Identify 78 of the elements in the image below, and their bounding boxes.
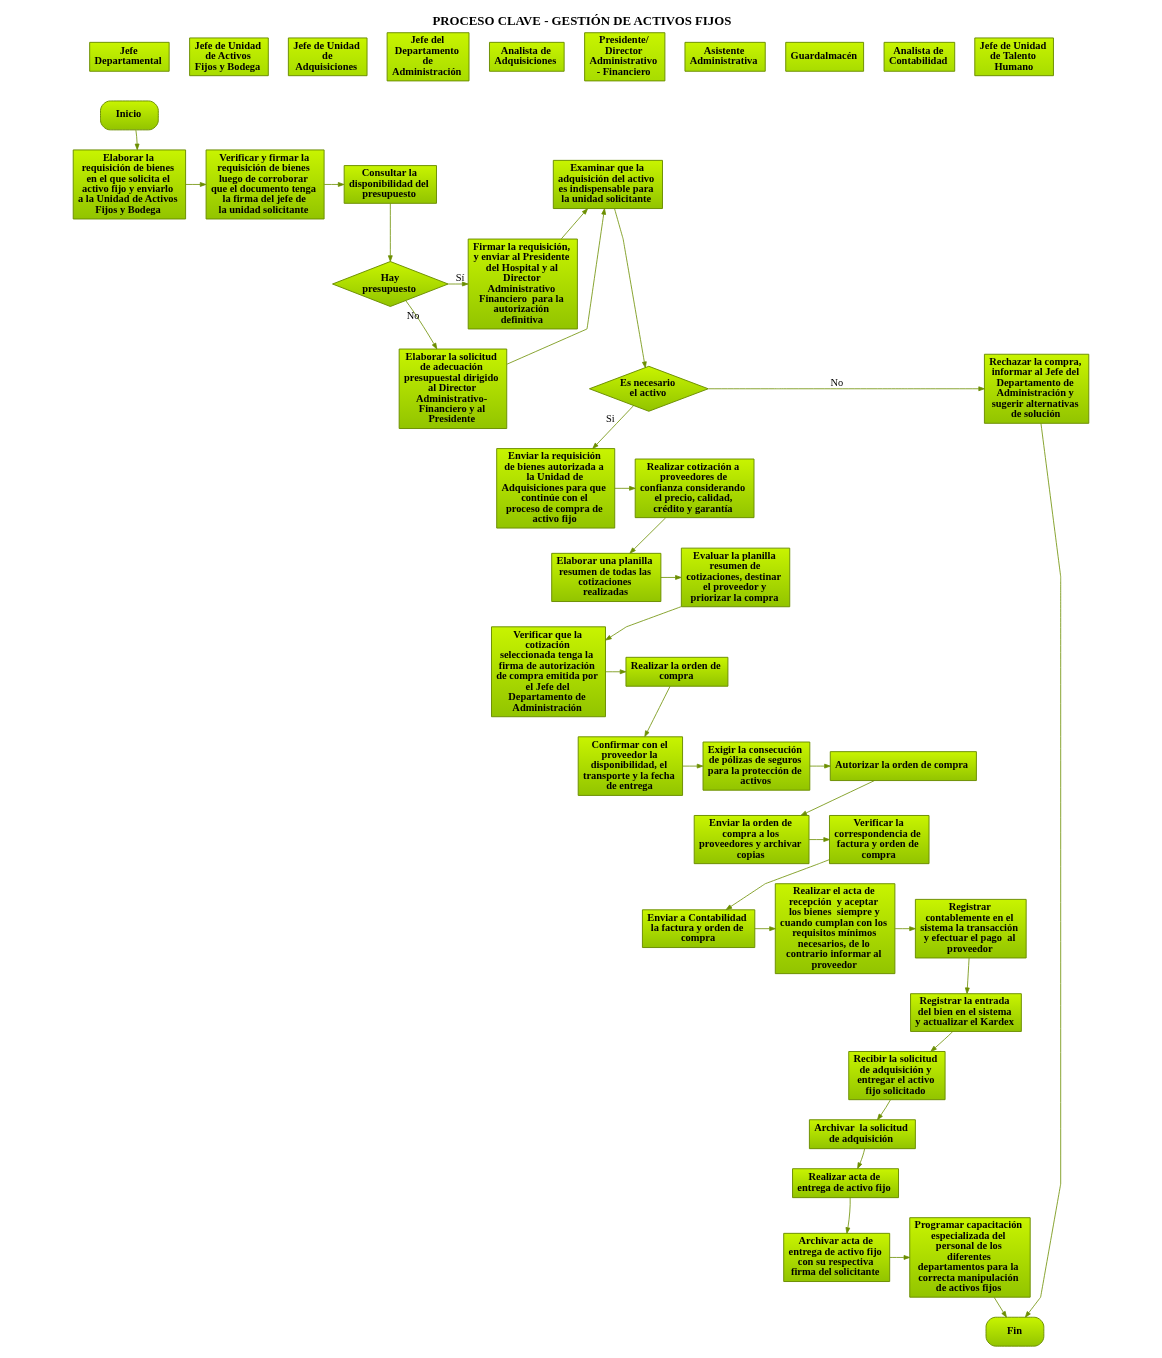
node-box: Elaborar la requisición de bienes en el que solicita el activo fijo y enviarlo a la Unidad de Activos Fijos y Bodega — [72, 149, 187, 220]
node-box: Enviar la requisición de bienes autorizada a la Unidad de Adquisiciones para que continúe con el proceso de compra de activo fijo — [496, 448, 616, 529]
arrow — [1025, 423, 1062, 1318]
node-box: Elaborar la solicitud de adecuación presupuestal dirigido al Director Administrativo-Financiero y al Presidente — [398, 348, 508, 429]
node-diamond: Hay presupuesto — [332, 261, 449, 307]
node-box: Exigir la consecución de pólizas de seguros para la protección de activos — [702, 741, 811, 791]
arrow — [660, 575, 682, 580]
node-box: Programar capacitación especializada del personal de los diferentes departamentos para la correcta manipulación de activos fijos — [909, 1217, 1031, 1298]
arrow — [808, 837, 830, 842]
arrow — [725, 859, 830, 911]
node-box: Verificar que la cotización seleccionada tenga la firma de autorización de compra emitida por el Jefe del Departamento de Administración — [491, 626, 606, 718]
node-box: Analista de Contabilidad — [883, 41, 956, 72]
edge-label: Si — [606, 413, 615, 425]
node-box: Fin — [985, 1316, 1045, 1347]
edge-label: No — [406, 310, 420, 322]
arrow — [682, 763, 704, 769]
arrow — [447, 281, 469, 287]
arrow — [323, 182, 345, 187]
node-box: Autorizar la orden de compra — [829, 751, 977, 782]
arrow — [560, 208, 588, 240]
node-box: Asistente Administrativa — [684, 41, 766, 72]
node-box: Archivar acta de entrega de activo fijo con su respectiva firma del solicitante — [783, 1232, 891, 1282]
node-box: Realizar la orden de compra — [625, 656, 729, 687]
arrow — [800, 780, 875, 816]
node-box: Jefe Departamental — [89, 41, 170, 72]
node-box: Enviar la orden de compra a los proveedores y archivar copias — [693, 815, 810, 865]
arrow — [405, 300, 438, 350]
arrow — [134, 129, 140, 151]
arrow — [965, 957, 970, 994]
node-box: Verificar la correspondencia de factura y orden de compra — [829, 815, 930, 865]
node-box: Presidente/ Director Administrativo - Financiero — [584, 32, 666, 82]
arrow — [387, 203, 393, 262]
arrow — [889, 1255, 911, 1260]
diagram-title: PROCESO CLAVE - GESTIÓN DE ACTIVOS FIJOS — [432, 13, 732, 28]
node-diamond: Es necesario el activo — [588, 365, 709, 412]
arrow — [185, 182, 207, 187]
arrow — [605, 669, 627, 675]
arrow — [629, 517, 667, 554]
node-box: Realizar cotización a proveedores de confianza considerando el precio, calidad, crédito y garantía — [634, 458, 755, 519]
arrow — [592, 405, 635, 449]
node-box: Confirmar con el proveedor la disponibilidad, el transporte y la fecha de entrega — [577, 736, 684, 796]
arrow — [993, 1296, 1007, 1318]
node-box: Guardalmacén — [785, 41, 865, 72]
arrow — [644, 685, 671, 737]
node-box: Evaluar la planilla resumen de cotizaciones, destinar el proveedor y priorizar la compra — [680, 547, 791, 608]
node-box: Jefe de Unidad de Talento Humano — [974, 37, 1054, 77]
arrow — [754, 926, 776, 932]
arrow — [845, 1197, 851, 1234]
node-box: Jefe del Departamento de Administración — [386, 32, 470, 82]
node-box: Jefe de Unidad de Adquisiciones — [287, 37, 368, 77]
arrow — [605, 606, 682, 641]
node-box: Verificar y firmar la requisición de bienes luego de corroborar que el documento tenga la firma del jefe de la unidad solicitante — [205, 149, 325, 220]
node-box: Elaborar una planilla resumen de todas las cotizaciones realizadas — [551, 552, 662, 602]
arrow — [857, 1148, 866, 1169]
node-box: Analista de Adquisiciones — [489, 41, 565, 72]
arrow — [614, 208, 647, 368]
arrow — [614, 485, 636, 491]
node-box: Enviar a Contabilidad la factura y orden de compra — [641, 909, 756, 949]
node-box: Consultar la disponibilidad del presupuesto — [343, 165, 437, 204]
arrow — [809, 763, 831, 769]
node-box: Registrar contablemente en el sistema la transacción y efectuar el pago al proveedor — [914, 898, 1027, 959]
edge-label: No — [830, 376, 844, 388]
edge-label: Sí — [455, 272, 465, 284]
node-box: Recibir la solicitud de adquisición y entregar el activo fijo solicitado — [848, 1051, 946, 1101]
node-box: Registrar la entrada del bien en el sistema y actualizar el Kardex — [910, 993, 1022, 1032]
node-box: Realizar acta de entrega de activo fijo — [792, 1168, 899, 1199]
arrow — [877, 1099, 891, 1121]
node-box: Inicio — [100, 100, 159, 131]
node-box: Rechazar la compra, informar al Jefe del Departamento de Administración y sugerir alternativas de solución — [983, 353, 1090, 424]
arrow — [506, 208, 607, 365]
arrow — [894, 926, 916, 932]
node-box: Archivar la solicitud de adquisición — [808, 1119, 916, 1150]
arrow — [708, 386, 985, 392]
node-box: Examinar que la adquisición del activo es indispensable para la unidad solicitante — [552, 159, 663, 209]
node-box: Firmar la requisición, y enviar al Presidente del Hospital y al Director Administrativo Financiero para la autorización definitiva — [467, 238, 578, 330]
arrow — [930, 1031, 954, 1052]
node-box: Realizar el acta de recepción y aceptar los bienes siempre y cuando cumplan con los requisitos mínimos necesarios, de lo contrario informar al proveedor — [774, 883, 896, 975]
node-box: Jefe de Unidad de Activos Fijos y Bodega — [189, 37, 269, 77]
